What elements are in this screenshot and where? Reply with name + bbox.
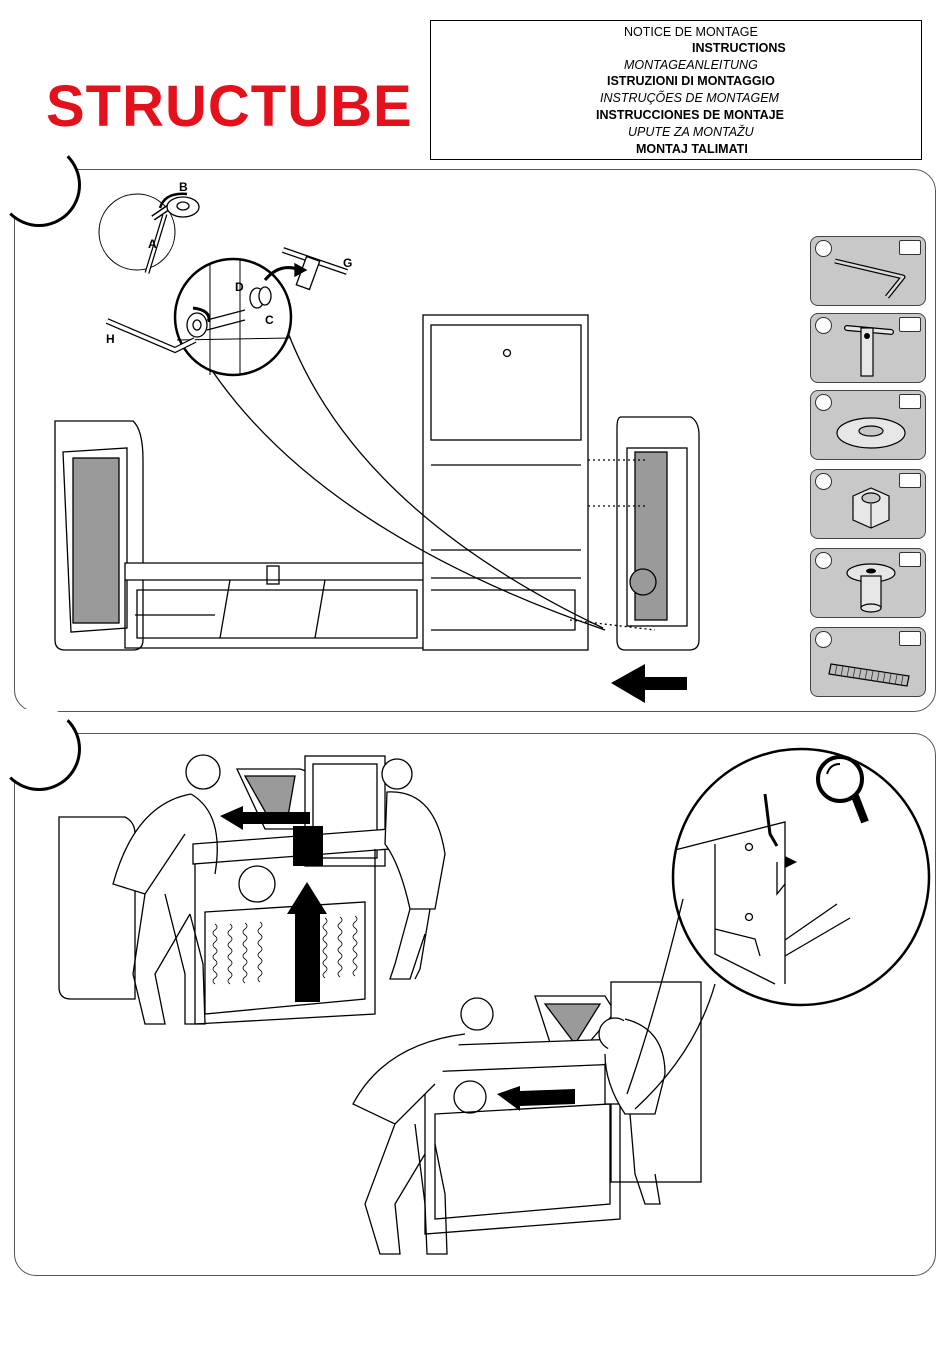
- part-label-a: A: [148, 238, 157, 250]
- part-label-g: G: [343, 257, 352, 269]
- part-label-c: C: [265, 314, 274, 326]
- t-wrench-icon: [811, 314, 927, 384]
- allen-key-icon: [811, 237, 927, 307]
- part-label-h: H: [106, 333, 115, 345]
- part-card-hex-nut: [810, 469, 926, 539]
- step-2-illustration: [15, 734, 937, 1277]
- step-1-illustration: [15, 170, 937, 713]
- instructions-title-box: NOTICE DE MONTAGE INSTRUCTIONS MONTAGEAN…: [430, 20, 922, 160]
- washer-icon: [811, 391, 927, 461]
- title-line-hr: UPUTE ZA MONTAŽU: [628, 126, 754, 139]
- title-line-fr: NOTICE DE MONTAGE: [624, 26, 758, 39]
- part-card-washer: [810, 390, 926, 460]
- part-card-threaded-rod: [810, 627, 926, 697]
- step-2-panel: [14, 733, 936, 1276]
- title-line-en: INSTRUCTIONS: [692, 42, 786, 55]
- part-card-t-wrench: [810, 313, 926, 383]
- title-line-de: MONTAGEANLEITUNG: [624, 59, 758, 72]
- part-card-connector-bolt: [810, 548, 926, 618]
- part-label-d: D: [235, 281, 244, 293]
- part-card-allen-key: [810, 236, 926, 306]
- threaded-rod-icon: [811, 628, 927, 698]
- step-1-panel: B A D C G H: [14, 169, 936, 712]
- title-line-tr: MONTAJ TALIMATI: [636, 143, 748, 156]
- title-line-it: ISTRUZIONI DI MONTAGGIO: [607, 75, 775, 88]
- part-label-b: B: [179, 181, 188, 193]
- connector-bolt-icon: [811, 549, 927, 619]
- brand-logo: STRUCTUBE: [46, 78, 413, 136]
- title-line-es: INSTRUCCIONES DE MONTAJE: [596, 109, 784, 122]
- title-line-pt: INSTRUÇÕES DE MONTAGEM: [600, 92, 779, 105]
- hex-nut-icon: [811, 470, 927, 540]
